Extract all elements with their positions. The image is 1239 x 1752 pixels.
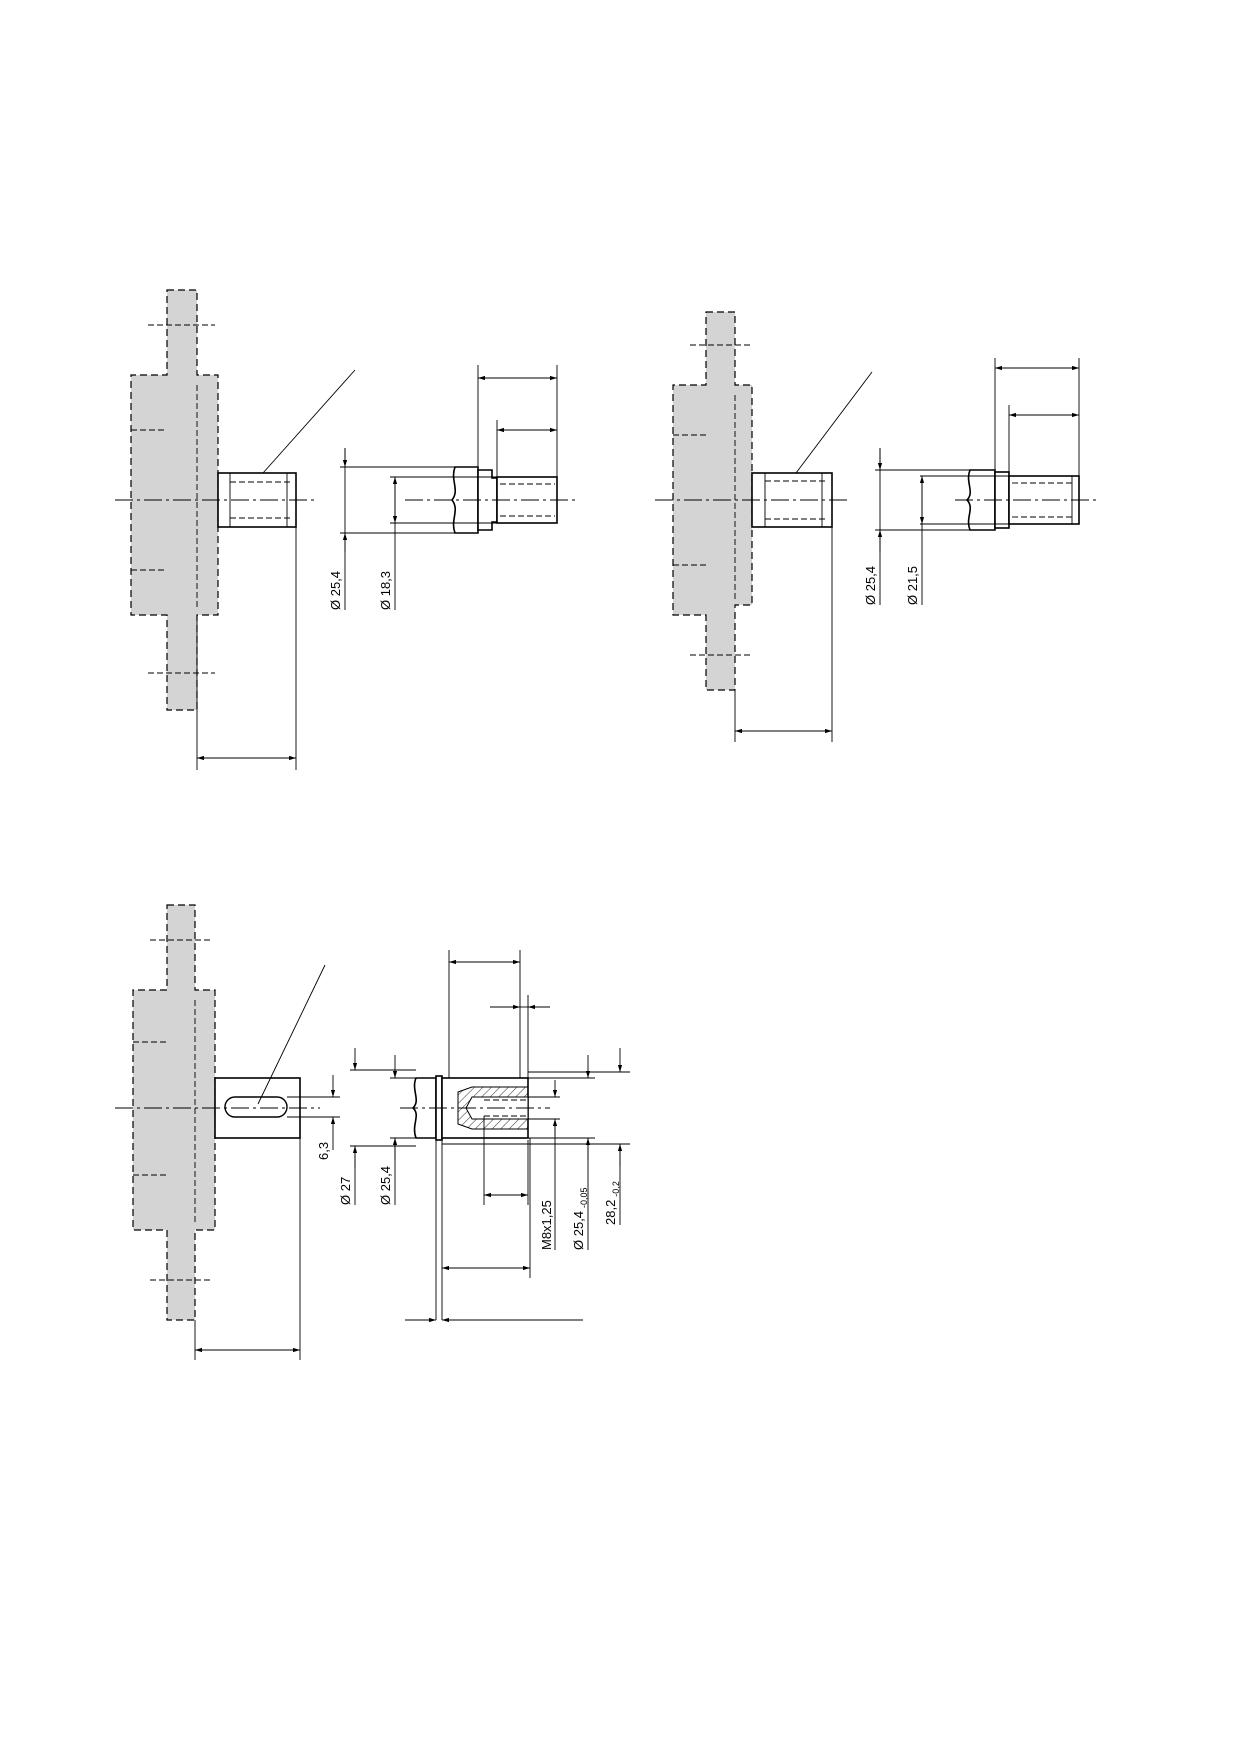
shaft-side-2 (955, 469, 1098, 531)
label-diameter-25-4-fig2: Ø 25,4 (863, 566, 878, 605)
figure-shaft-2: Ø 25,4 Ø 21,5 (655, 311, 1098, 742)
label-diameter-25-4-tol: Ø 25,4 -0,05 (571, 1187, 589, 1250)
label-28-2-tol: 28,2 -0,2 (603, 1181, 621, 1225)
svg-text:28,2-0,2: 28,2 -0,2 (603, 1181, 621, 1225)
shaft-side-3 (400, 1075, 550, 1141)
label-diameter-27: Ø 27 (338, 1177, 353, 1205)
leader-line-1 (262, 369, 356, 474)
leader-line-3 (257, 964, 326, 1105)
label-diameter-21-5-fig2: Ø 21,5 (905, 566, 920, 605)
label-diameter-25-4-fig1: Ø 25,4 (328, 571, 343, 610)
label-diameter-18-3-fig1: Ø 18,3 (378, 571, 393, 610)
flange-2 (672, 311, 753, 691)
flange-3 (132, 904, 216, 1321)
label-28-2-main: 28,2 (603, 1200, 618, 1225)
label-tolerance-0-05: -0,05 (579, 1187, 589, 1208)
svg-text:Ø 25,4-0,05: Ø 25,4 -0,05 (571, 1187, 589, 1250)
label-key-width-6-3: 6,3 (316, 1142, 331, 1160)
figure-shaft-3: 6,3 Ø 27 Ø 25,4 (115, 904, 630, 1360)
keyed-shaft-3 (214, 1077, 301, 1139)
figure-shaft-1: Ø 25,4 Ø 18,3 (115, 289, 578, 770)
label-tolerance-0-2: -0,2 (611, 1181, 621, 1197)
label-diameter-25-4-fig3: Ø 25,4 (378, 1166, 393, 1205)
label-diameter-25-4-tol-main: Ø 25,4 (571, 1211, 586, 1250)
shaft-side-1 (405, 466, 578, 534)
label-thread-m8: M8x1,25 (539, 1200, 554, 1250)
leader-line-2 (795, 371, 873, 474)
